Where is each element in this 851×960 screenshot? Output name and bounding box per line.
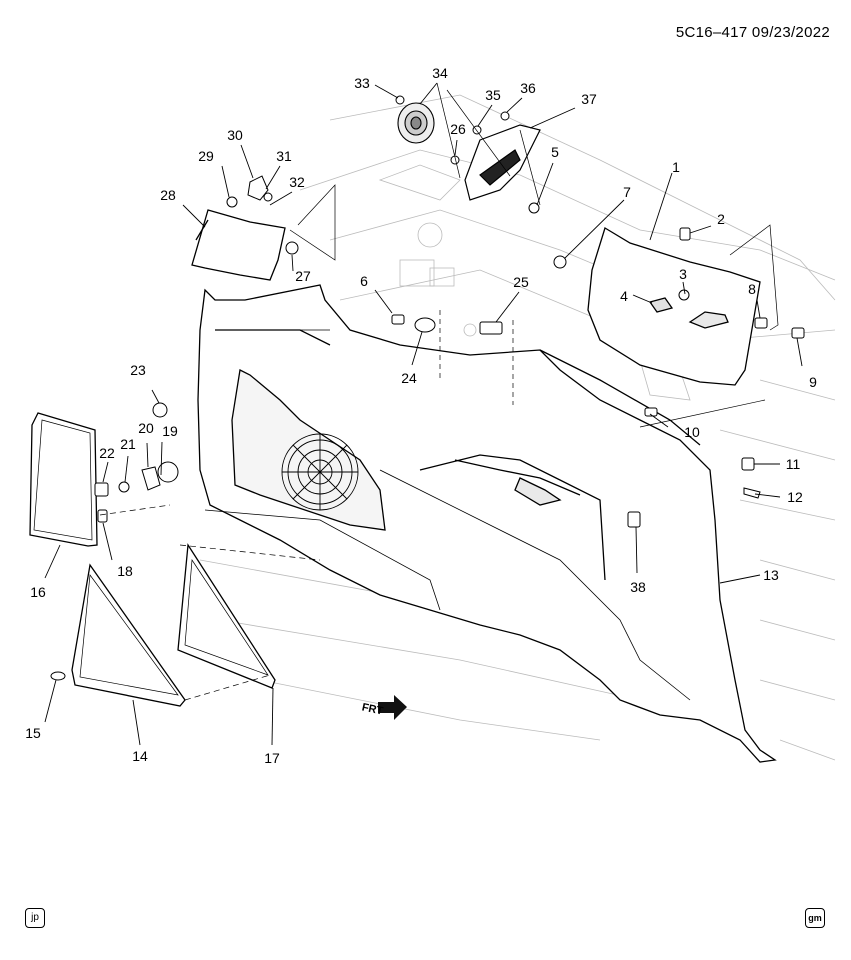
callout-37: 37 (581, 91, 597, 107)
callout-18: 18 (117, 563, 133, 579)
callout-3: 3 (679, 266, 687, 282)
diagram-code-date: 5C16–417 09/23/2022 (675, 24, 830, 41)
callout-22: 22 (99, 445, 115, 461)
callout-30: 30 (227, 127, 243, 143)
callout-21: 21 (120, 436, 136, 452)
speaker-unit (397, 102, 435, 144)
callout-24: 24 (401, 370, 417, 386)
callout-28: 28 (160, 187, 176, 203)
upper-trim-panel (587, 227, 761, 386)
leader-lines (44, 82, 803, 746)
callout-27: 27 (295, 268, 311, 284)
callout-4: 4 (620, 288, 628, 304)
front-direction-arrow (378, 695, 407, 720)
callout-9: 9 (809, 374, 817, 390)
callout-8: 8 (748, 281, 756, 297)
callout-5: 5 (551, 144, 559, 160)
gm-logo-badge: gm (805, 908, 825, 928)
jp-badge: jp (25, 908, 45, 928)
callout-10: 10 (684, 424, 700, 440)
callout-31: 31 (276, 148, 292, 164)
callout-20: 20 (138, 420, 154, 436)
callout-17: 17 (264, 750, 280, 766)
callout-34: 34 (432, 65, 448, 81)
callout-13: 13 (763, 567, 779, 583)
callout-29: 29 (198, 148, 214, 164)
speaker-bracket (464, 124, 541, 201)
callout-12: 12 (787, 489, 803, 505)
callout-2: 2 (717, 211, 725, 227)
rear-triangle-panel (177, 543, 276, 689)
callout-38: 38 (630, 579, 646, 595)
callout-7: 7 (623, 184, 631, 200)
callout-14: 14 (132, 748, 148, 764)
callout-26: 26 (450, 121, 466, 137)
speaker-grille (281, 433, 359, 511)
callout-15: 15 (25, 725, 41, 741)
callout-25: 25 (513, 274, 529, 290)
callout-36: 36 (520, 80, 536, 96)
callout-11: 11 (786, 456, 801, 472)
callout-33: 33 (354, 75, 370, 91)
callout-35: 35 (485, 87, 501, 103)
callout-32: 32 (289, 174, 305, 190)
frt-label: FRT (361, 701, 385, 717)
small-parts (50, 95, 805, 681)
pillar-trim-panel (191, 209, 286, 281)
callout-23: 23 (130, 362, 146, 378)
callout-16: 16 (30, 584, 46, 600)
callout-labels: 1 2 3 4 5 6 7 8 9 10 11 12 13 14 15 16 1… (25, 65, 817, 766)
callout-6: 6 (360, 273, 368, 289)
callout-19: 19 (162, 423, 178, 439)
side-cover-panel (29, 412, 98, 547)
callout-1: 1 (672, 159, 680, 175)
triangle-trim-panel (71, 563, 186, 707)
